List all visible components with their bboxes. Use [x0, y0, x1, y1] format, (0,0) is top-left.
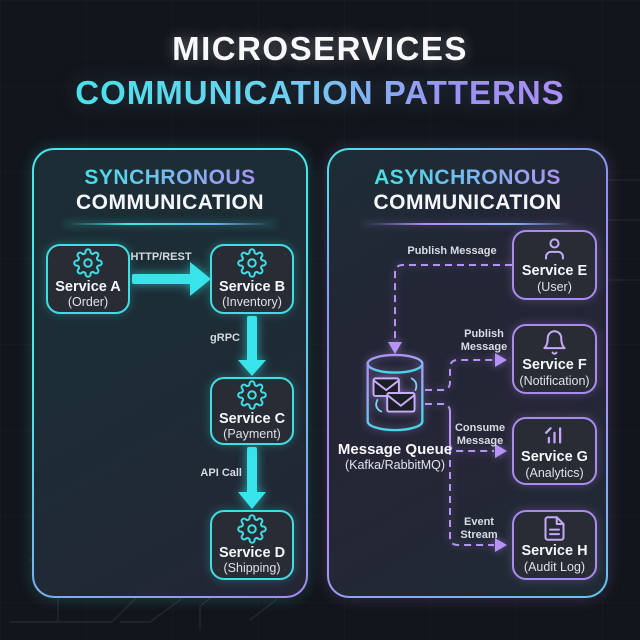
gear-icon [237, 514, 267, 544]
gear-icon [237, 248, 267, 278]
label-line: Message [456, 435, 504, 448]
label-line: Publish [464, 328, 504, 340]
service-d-box: Service D (Shipping) [210, 510, 294, 580]
service-e-box: Service E (User) [512, 230, 597, 300]
service-subtitle: (Inventory) [222, 295, 282, 310]
asynchronous-heading-line1: ASYNCHRONOUS [329, 150, 606, 190]
gear-icon [237, 380, 267, 410]
heading-divider [64, 223, 276, 226]
queue-name: Message Queue [337, 441, 453, 458]
page-title: MICROSERVICES COMMUNICATION PATTERNS [0, 30, 640, 112]
service-subtitle: (Notification) [519, 373, 590, 388]
service-name: Service G [521, 449, 588, 466]
label-event-stream: Event Stream [439, 516, 519, 542]
synchronous-heading-line2: COMMUNICATION [75, 191, 265, 215]
label-publish-message-top: Publish Message [407, 245, 497, 257]
message-queue-icon [366, 353, 424, 432]
queue-subtitle: (Kafka/RabbitMQ) [344, 458, 446, 473]
bell-icon [543, 330, 566, 355]
label-line: Consume [454, 422, 506, 434]
service-subtitle: (Shipping) [223, 561, 281, 576]
service-name: Service C [218, 410, 286, 427]
asynchronous-panel: ASYNCHRONOUS COMMUNICATION [327, 148, 608, 598]
asynchronous-heading-line2: COMMUNICATION [373, 191, 562, 215]
label-publish-message: Publish Message [444, 328, 524, 354]
service-subtitle: (User) [537, 279, 572, 294]
service-subtitle: (Analytics) [525, 465, 584, 480]
service-name: Service H [521, 543, 588, 560]
label-line: Stream [460, 529, 498, 542]
service-h-box: Service H (Audit Log) [512, 510, 597, 580]
title-line1: MICROSERVICES [172, 30, 468, 67]
gear-icon [73, 248, 103, 278]
label-line: Event [464, 516, 494, 528]
user-icon [545, 238, 564, 260]
service-subtitle: (Audit Log) [523, 559, 586, 574]
synchronous-panel: SYNCHRONOUS COMMUNICATION HTTP/REST gRPC… [32, 148, 308, 598]
service-f-box: Service F (Notification) [512, 324, 597, 394]
service-name: Service B [218, 278, 286, 295]
connection-label-grpc: gRPC [210, 332, 240, 344]
heading-divider [361, 223, 574, 226]
document-icon [544, 516, 565, 542]
service-b-box: Service B (Inventory) [210, 244, 294, 314]
service-a-box: Service A (Order) [46, 244, 130, 314]
connection-label-api-call: API Call [200, 467, 242, 479]
synchronous-flow-arrows [132, 262, 266, 509]
connection-label-http-rest: HTTP/REST [130, 251, 192, 263]
asynchronous-message-flows [388, 264, 512, 552]
message-queue: Message Queue (Kafka/RabbitMQ) [332, 353, 458, 472]
title-line2: COMMUNICATION PATTERNS [0, 74, 640, 112]
bar-chart-icon [544, 427, 562, 444]
service-g-box: Service G (Analytics) [512, 417, 597, 485]
service-name: Service E [521, 263, 588, 280]
service-subtitle: (Payment) [223, 427, 281, 442]
service-subtitle: (Order) [67, 295, 109, 310]
label-consume-message: Consume Message [440, 422, 520, 448]
synchronous-heading-line1: SYNCHRONOUS [34, 150, 306, 190]
label-line: Message [460, 341, 508, 354]
service-c-box: Service C (Payment) [210, 377, 294, 445]
service-name: Service F [522, 357, 587, 374]
service-name: Service A [55, 278, 121, 295]
service-name: Service D [218, 544, 286, 561]
